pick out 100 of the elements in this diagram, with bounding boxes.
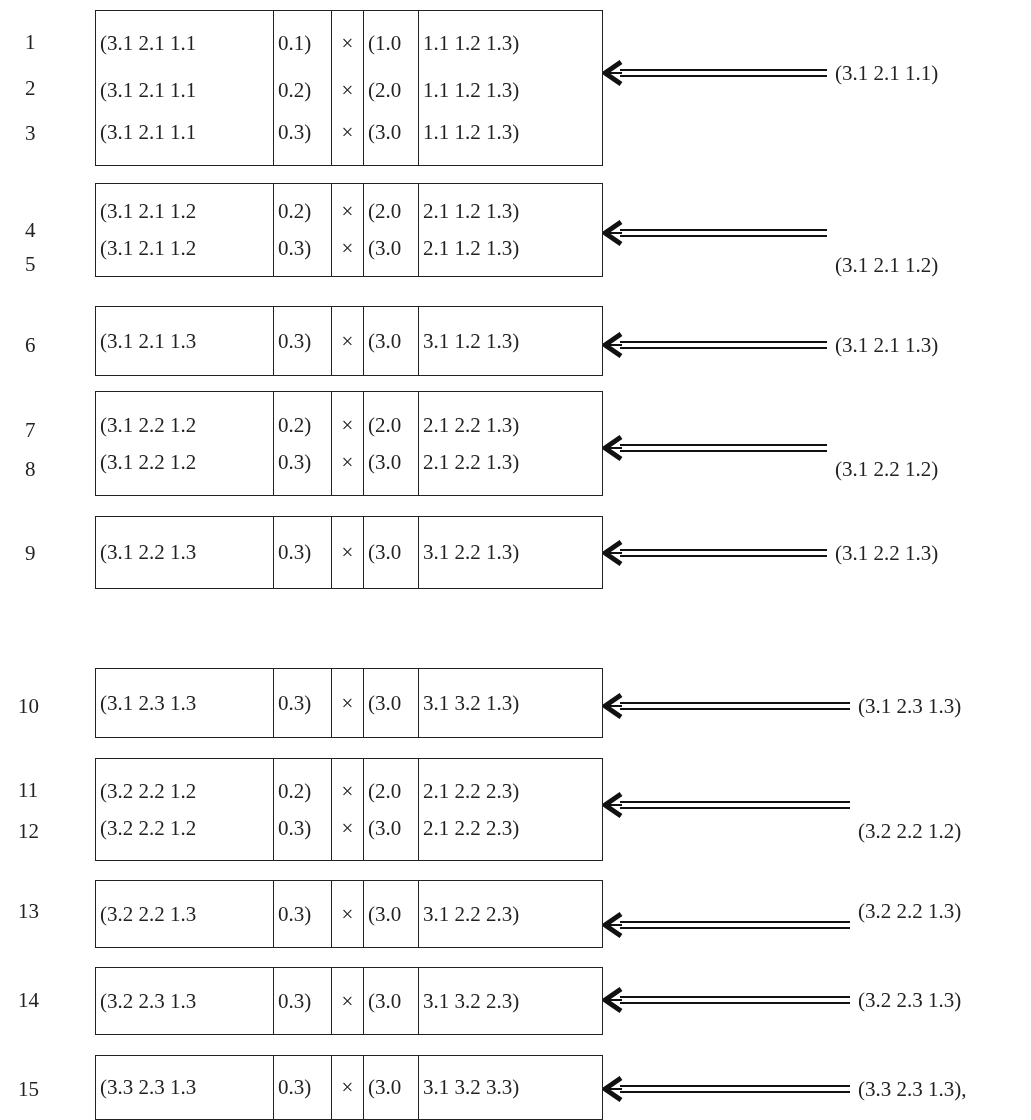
row-number: 5 xyxy=(25,252,36,276)
row-number: 10 xyxy=(18,694,39,718)
row-number: 8 xyxy=(25,457,36,481)
row-number: 12 xyxy=(18,819,39,843)
vector-entry: (3.0 xyxy=(363,113,418,165)
times-sign: × xyxy=(331,307,363,375)
vector-entry: 0.3) xyxy=(273,230,331,276)
vector-entry: (3.0 xyxy=(363,968,418,1034)
vector-entry: (3.2 2.3 1.3 xyxy=(99,987,198,1015)
times-sign: × xyxy=(331,669,363,737)
vector-label: (3.3 2.3 1.3), xyxy=(858,1077,967,1101)
times-sign: × xyxy=(331,62,363,114)
vector-entry: 0.3) xyxy=(273,809,331,860)
vector-entry: 3.1 3.2 1.3) xyxy=(418,669,602,737)
vector-entry: (2.0 xyxy=(363,392,418,444)
vector-entry: 2.1 1.2 1.3) xyxy=(418,184,602,230)
vector-entry: 3.1 1.2 1.3) xyxy=(418,307,602,375)
times-sign: × xyxy=(331,443,363,495)
row-number: 15 xyxy=(18,1077,39,1101)
double-arrow xyxy=(602,331,828,359)
vector-entry: 0.3) xyxy=(273,968,331,1034)
vector-product-box xyxy=(95,668,603,738)
times-sign: × xyxy=(331,113,363,165)
vector-entry: (3.1 2.1 1.1 xyxy=(99,77,198,105)
vector-entry: 1.1 1.2 1.3) xyxy=(418,11,602,63)
vector-entry: (3.0 xyxy=(363,230,418,276)
row-number: 3 xyxy=(25,121,36,145)
double-arrow xyxy=(602,539,828,567)
vector-entry: 3.1 2.2 2.3) xyxy=(418,881,602,947)
vector-entry: 0.3) xyxy=(273,881,331,947)
row-number: 14 xyxy=(18,988,39,1012)
vector-entry: 3.1 2.2 1.3) xyxy=(418,517,602,588)
row-number: 6 xyxy=(25,333,36,357)
vector-product-box xyxy=(95,758,603,861)
vector-entry: 0.3) xyxy=(273,669,331,737)
row-number: 1 xyxy=(25,30,36,54)
vector-entry: 3.1 3.2 3.3) xyxy=(418,1056,602,1119)
vector-entry: 0.3) xyxy=(273,517,331,588)
vector-entry: 0.1) xyxy=(273,11,331,63)
vector-label: (3.2 2.2 1.3) xyxy=(858,899,962,923)
vector-entry: 0.3) xyxy=(273,307,331,375)
vector-entry: (3.0 xyxy=(363,517,418,588)
vector-label: (3.1 2.1 1.1) xyxy=(835,61,939,85)
vector-entry: (3.1 2.1 1.1 xyxy=(99,118,198,146)
double-arrow xyxy=(602,1075,851,1103)
vector-label: (3.1 2.1 1.3) xyxy=(835,333,939,357)
vector-entry: (3.0 xyxy=(363,809,418,860)
vector-label: (3.1 2.2 1.3) xyxy=(835,541,939,565)
double-arrow xyxy=(602,911,851,939)
vector-entry: (3.0 xyxy=(363,881,418,947)
row-number: 11 xyxy=(18,778,39,802)
vector-entry: (3.1 2.2 1.3 xyxy=(99,539,198,566)
vector-entry: 1.1 1.2 1.3) xyxy=(418,62,602,114)
vector-entry: (1.0 xyxy=(363,11,418,63)
double-arrow xyxy=(602,791,851,819)
vector-entry: (3.3 2.3 1.3 xyxy=(99,1074,198,1101)
times-sign: × xyxy=(331,11,363,63)
vector-entry: (3.0 xyxy=(363,443,418,495)
double-arrow xyxy=(602,59,828,87)
vector-entry: (2.0 xyxy=(363,184,418,230)
vector-entry: (2.0 xyxy=(363,759,418,810)
vector-entry: (3.1 2.2 1.2 xyxy=(99,448,198,476)
times-sign: × xyxy=(331,184,363,230)
row-number: 2 xyxy=(25,76,36,100)
vector-product-box xyxy=(95,306,603,376)
vector-product-box xyxy=(95,1055,603,1120)
vector-entry: (3.1 2.2 1.2 xyxy=(99,411,198,439)
vector-entry: 1.1 1.2 1.3) xyxy=(418,113,602,165)
vector-entry: 2.1 1.2 1.3) xyxy=(418,230,602,276)
times-sign: × xyxy=(331,759,363,810)
double-arrow xyxy=(602,986,851,1014)
vector-product-box xyxy=(95,516,603,589)
vector-label: (3.2 2.2 1.2) xyxy=(858,819,962,843)
vector-entry: 2.1 2.2 2.3) xyxy=(418,809,602,860)
vector-entry: (3.1 2.3 1.3 xyxy=(99,689,198,717)
vector-label: (3.2 2.3 1.3) xyxy=(858,988,962,1012)
row-number: 13 xyxy=(18,899,39,923)
vector-entry: (3.0 xyxy=(363,307,418,375)
vector-entry: 0.2) xyxy=(273,392,331,444)
row-number: 9 xyxy=(25,541,36,565)
times-sign: × xyxy=(331,809,363,860)
times-sign: × xyxy=(331,392,363,444)
vector-entry: 2.1 2.2 1.3) xyxy=(418,443,602,495)
times-sign: × xyxy=(331,1056,363,1119)
vector-entry: (3.1 2.1 1.3 xyxy=(99,327,198,355)
double-arrow xyxy=(602,434,828,462)
vector-entry: 0.2) xyxy=(273,184,331,230)
vector-entry: 0.2) xyxy=(273,759,331,810)
vector-entry: 3.1 3.2 2.3) xyxy=(418,968,602,1034)
times-sign: × xyxy=(331,517,363,588)
vector-product-box xyxy=(95,391,603,496)
row-number: 4 xyxy=(25,218,36,242)
vector-label: (3.1 2.2 1.2) xyxy=(835,457,939,481)
vector-entry: (3.0 xyxy=(363,669,418,737)
vector-product-box xyxy=(95,183,603,277)
vector-entry: 2.1 2.2 1.3) xyxy=(418,392,602,444)
vector-entry: (3.1 2.1 1.2 xyxy=(99,235,198,262)
vector-entry: 2.1 2.2 2.3) xyxy=(418,759,602,810)
times-sign: × xyxy=(331,230,363,276)
vector-entry: (3.2 2.2 1.2 xyxy=(99,814,198,842)
